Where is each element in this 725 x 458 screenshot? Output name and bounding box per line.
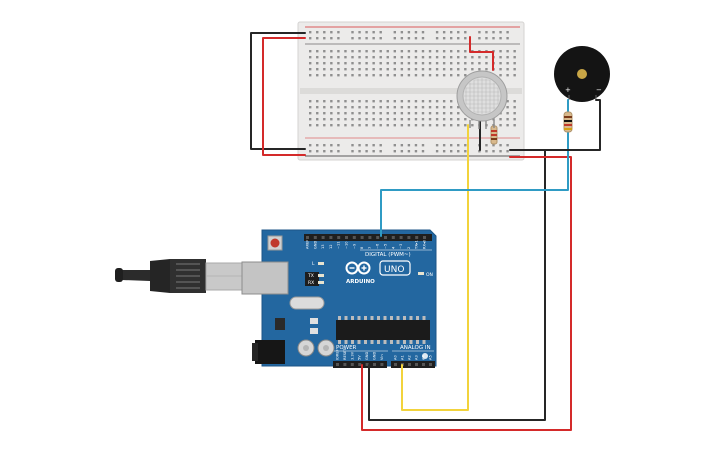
digital-pin-label: GND <box>313 241 317 249</box>
sensor-resistor[interactable] <box>490 125 498 145</box>
digital-pin-label: ~9 <box>352 243 356 249</box>
power-label: POWER <box>336 345 357 351</box>
buzzer-minus-label: − <box>596 86 602 94</box>
buzzer-plus-label: + <box>565 86 571 94</box>
digital-pin-label: ~11 <box>337 241 341 249</box>
gas-sensor[interactable] <box>456 70 508 129</box>
wire-red-sensor-vcc[interactable] <box>469 36 494 71</box>
wire-black-buzzer-gnd[interactable] <box>539 99 601 151</box>
svg-text:TX: TX <box>307 273 314 279</box>
reset-button[interactable] <box>267 235 283 251</box>
status-leds: L TX RX ON <box>307 261 433 286</box>
power-pin-label: Vin <box>380 354 384 360</box>
wire-red-rail-link[interactable] <box>262 37 306 156</box>
analog-pin-label: A4 <box>422 355 426 360</box>
wire-yellow-a0[interactable] <box>401 124 469 411</box>
digital-pin-label: 7 <box>368 247 372 249</box>
digital-pin-label: ~5 <box>384 244 388 249</box>
capacitors <box>297 339 335 357</box>
digital-pin-label: RX◂0 <box>423 239 427 249</box>
arduino-logo: UNO ARDUINO <box>345 260 411 285</box>
digital-pin-label: 8 <box>360 246 364 249</box>
analog-pin-label: A3 <box>415 355 419 360</box>
arduino-brand: ARDUINO <box>346 279 375 285</box>
power-pin-label: GND <box>365 352 369 360</box>
wire-red-5v[interactable] <box>361 156 572 431</box>
usb-port[interactable] <box>241 261 289 295</box>
analog-label: ANALOG IN <box>400 345 431 351</box>
digital-label: DIGITAL (PWM~) <box>365 252 411 258</box>
digital-pin-label: TX▸1 <box>415 240 419 250</box>
crystal-oscillator <box>289 296 325 310</box>
digital-pin-label: 12 <box>329 244 333 249</box>
regulator <box>275 318 285 330</box>
power-pin-label: GND <box>373 352 377 360</box>
resistor[interactable] <box>563 111 573 133</box>
wire-black-rail-link[interactable] <box>250 32 306 150</box>
analog-pin-label: A2 <box>408 355 412 360</box>
analog-pin-label: A0 <box>394 355 398 360</box>
svg-text:L: L <box>312 261 315 267</box>
piezo-buzzer[interactable]: + − <box>554 46 610 102</box>
analog-header[interactable] <box>391 361 435 368</box>
svg-text:RX: RX <box>308 280 314 286</box>
power-pin-label: 3.3V <box>350 351 354 360</box>
wire-blue-buzzer-signal[interactable] <box>380 131 569 237</box>
digital-pin-label: AREF <box>306 240 310 249</box>
uno-label: UNO <box>384 265 404 275</box>
svg-text:ON: ON <box>426 272 433 278</box>
analog-pin-label: A1 <box>401 355 405 360</box>
digital-pin-label: ~3 <box>399 244 403 249</box>
power-pin-label: IOREF <box>336 349 340 360</box>
power-pin-label: 5V <box>358 355 362 360</box>
dc-power-jack[interactable] <box>255 340 285 364</box>
analog-pin-label: A5 <box>429 355 433 360</box>
digital-pin-label: 2 <box>407 247 411 249</box>
usb-cable <box>115 259 243 293</box>
usb-chip <box>305 272 319 286</box>
power-pin-label: RESET <box>343 348 347 360</box>
atmega-chip <box>336 316 430 344</box>
digital-header[interactable] <box>304 234 432 241</box>
digital-pin-label: ~6 <box>376 243 380 249</box>
digital-pin-label: ~10 <box>345 241 349 249</box>
digital-pin-label: 13 <box>321 244 325 249</box>
wire-black-gnd[interactable] <box>368 149 546 421</box>
digital-pin-label: 4 <box>391 246 395 249</box>
